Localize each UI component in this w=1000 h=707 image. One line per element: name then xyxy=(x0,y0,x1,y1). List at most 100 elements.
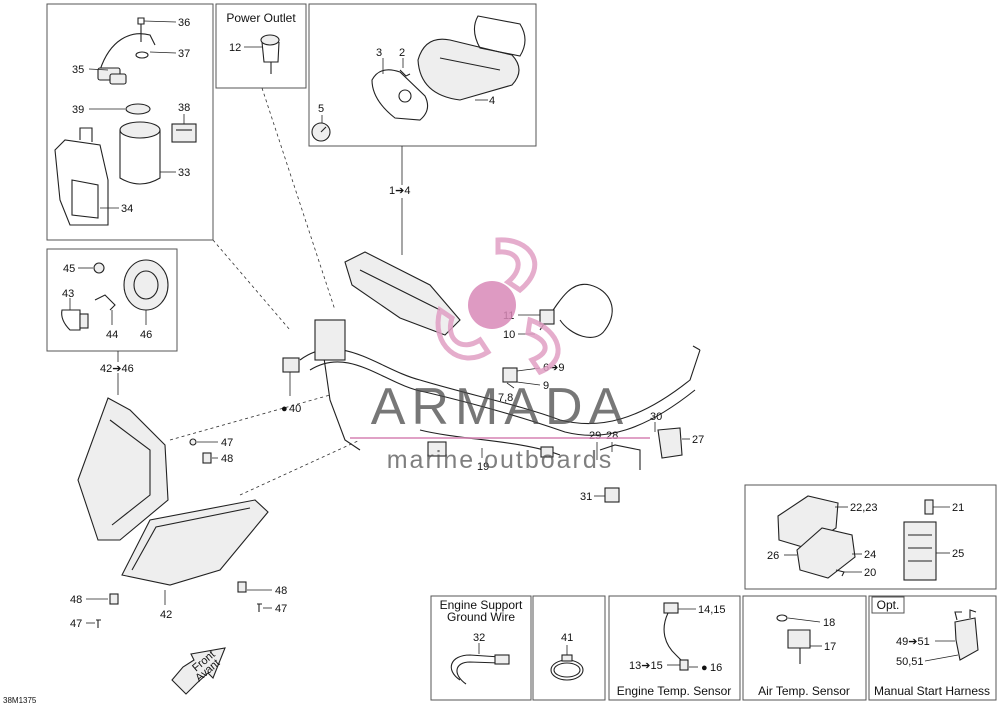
connector-40-drawing xyxy=(282,357,300,373)
engine-support-title-2: Ground Wire xyxy=(447,610,515,624)
callout-3: 3 xyxy=(376,47,382,59)
connector-31-drawing xyxy=(604,487,620,503)
callout-42-46: 42➔46 xyxy=(100,363,134,375)
callout-32: 32 xyxy=(473,632,485,644)
switch-6-9-drawing xyxy=(502,367,518,383)
clip-44-drawing xyxy=(94,294,116,311)
headlight-kit-box xyxy=(46,248,178,352)
callout-5: 5 xyxy=(318,103,324,115)
callout-22-23: 22,23 xyxy=(850,502,878,514)
opt-badge: Opt. xyxy=(877,598,900,612)
fuse-21-drawing xyxy=(924,499,934,515)
fuse-box-26-24-drawing xyxy=(796,527,856,579)
callout-44: 44 xyxy=(106,329,118,341)
callout-17: 17 xyxy=(824,641,836,653)
housing-46-drawing xyxy=(123,259,169,311)
callout-37: 37 xyxy=(178,48,190,60)
air-temp-sensor-drawing xyxy=(776,614,811,664)
callout-42: 42 xyxy=(160,609,172,621)
drop-icon-40: ● xyxy=(281,403,288,415)
power-outlet-12-drawing xyxy=(260,34,280,74)
manual-start-harness-drawing xyxy=(954,609,979,661)
callout-34: 34 xyxy=(121,203,133,215)
callout-1-4: 1➔4 xyxy=(389,185,410,197)
ground-wire-32-drawing xyxy=(450,654,510,685)
tachometer-5-drawing xyxy=(311,122,331,142)
cap-39-drawing xyxy=(125,103,151,115)
callout-9: 9 xyxy=(543,380,549,392)
gauge-cluster-4-drawing xyxy=(417,15,526,101)
front-arrow-icon xyxy=(171,647,226,695)
guide-line-battery xyxy=(212,239,291,331)
battery-holder-34-drawing xyxy=(54,127,109,226)
guide-line-headlight-a xyxy=(169,394,331,441)
gauge-box xyxy=(308,3,537,147)
callout-20: 20 xyxy=(864,567,876,579)
armada-logo-icon xyxy=(435,237,561,376)
screw-47-c-drawing xyxy=(96,619,101,628)
headlight-housing-drawing xyxy=(77,397,169,541)
callout-49-51: 49➔51 xyxy=(896,636,930,648)
gauge-bezel-3-drawing xyxy=(371,69,429,121)
callout-31: 31 xyxy=(580,491,592,503)
figure-code: 38M1375 xyxy=(3,696,37,705)
washer-47-drawing xyxy=(189,438,197,446)
callout-47-b: 47 xyxy=(275,603,287,615)
callout-47-a: 47 xyxy=(221,437,233,449)
power-outlet-title: Power Outlet xyxy=(226,11,296,25)
power-outlet-box xyxy=(215,3,307,89)
screw-47-b-drawing xyxy=(257,603,262,612)
air-temp-title: Air Temp. Sensor xyxy=(758,684,850,698)
fuse-label-25-drawing xyxy=(903,521,937,581)
engine-temp-sensor-drawing xyxy=(663,602,689,671)
callout-38: 38 xyxy=(178,102,190,114)
clip-48-drawing xyxy=(202,452,212,464)
callout-21: 21 xyxy=(952,502,964,514)
callout-16: 16 xyxy=(710,662,722,674)
engine-temp-title: Engine Temp. Sensor xyxy=(617,684,732,698)
callout-46: 46 xyxy=(140,329,152,341)
clip-48-c-drawing xyxy=(109,593,119,605)
callout-14-15: 14,15 xyxy=(698,604,726,616)
ring-box xyxy=(532,595,606,701)
callout-33: 33 xyxy=(178,167,190,179)
ring-41-drawing xyxy=(550,654,584,681)
engine-temp-sensor-box xyxy=(608,595,741,701)
callout-26: 26 xyxy=(767,550,779,562)
callout-24: 24 xyxy=(864,549,876,561)
screw-2-drawing xyxy=(399,69,411,77)
bracket-29-28-drawing xyxy=(599,444,641,470)
headlight-lens-42-drawing xyxy=(121,499,269,586)
callout-18: 18 xyxy=(823,617,835,629)
callout-13-15: 13➔15 xyxy=(629,660,663,672)
manual-start-harness-box xyxy=(868,595,997,701)
callout-10: 10 xyxy=(503,329,515,341)
relay-27-drawing xyxy=(657,427,683,459)
watermark-brand: ARMADA xyxy=(371,378,629,436)
callout-39: 39 xyxy=(72,104,84,116)
callout-2: 2 xyxy=(399,47,405,59)
callout-41: 41 xyxy=(561,632,573,644)
nut-37-drawing xyxy=(135,51,149,59)
callout-25: 25 xyxy=(952,548,964,560)
callout-30: 30 xyxy=(650,411,662,423)
battery-33-drawing xyxy=(119,121,161,185)
callout-48-c: 48 xyxy=(70,594,82,606)
gauge-cluster-main-drawing xyxy=(344,251,461,336)
air-temp-sensor-box xyxy=(742,595,867,701)
opt-badge-box xyxy=(871,596,905,614)
manual-start-title: Manual Start Harness xyxy=(874,684,990,698)
clip-48-b-drawing xyxy=(237,581,247,593)
decal-38-drawing xyxy=(171,123,197,143)
callout-4: 4 xyxy=(489,95,495,107)
callout-45: 45 xyxy=(63,263,75,275)
callout-48-b: 48 xyxy=(275,585,287,597)
watermark-tagline: marine outboards xyxy=(387,446,614,474)
callout-50-51: 50,51 xyxy=(896,656,924,668)
engine-support-ground-box xyxy=(430,595,532,701)
guide-line-outlet xyxy=(261,87,336,311)
callout-27: 27 xyxy=(692,434,704,446)
callout-47-c: 47 xyxy=(70,618,82,630)
battery-cable-drawing xyxy=(97,33,156,85)
